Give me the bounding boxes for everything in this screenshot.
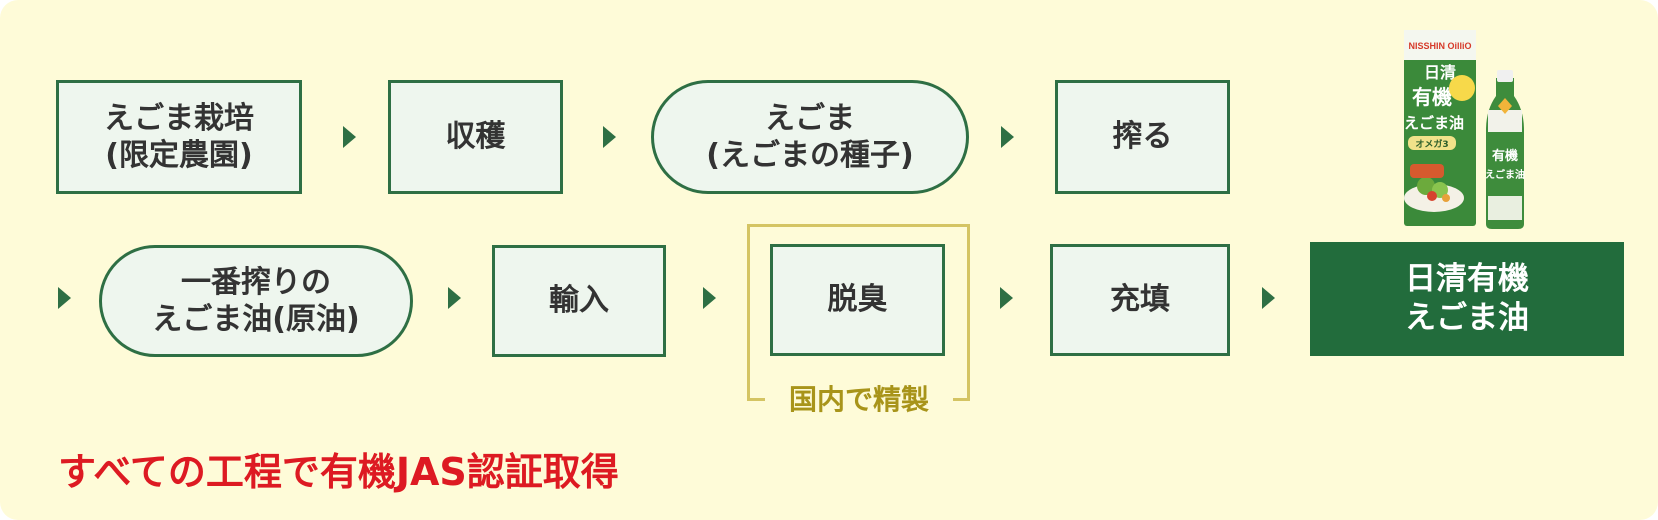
product-image: NISSHIN OilliO 日清 有機 えごま油 オメガ3 有機 えごま油 <box>1404 30 1525 229</box>
step-harvest: 収穫 <box>388 80 563 194</box>
step-fill: 充填 <box>1050 244 1230 356</box>
svg-text:オメガ3: オメガ3 <box>1415 138 1448 150</box>
svg-text:日清: 日清 <box>1424 63 1456 82</box>
flow-arrow <box>1001 126 1014 148</box>
svg-text:えごま油: えごま油 <box>1404 114 1464 132</box>
step-egoma-seed: えごま (えごまの種子) <box>651 80 969 194</box>
final-product-box: 日清有機 えごま油 <box>1310 242 1624 356</box>
svg-text:有機: 有機 <box>1412 85 1452 109</box>
step-egoma-cultivation: えごま栽培 (限定農園) <box>56 80 302 194</box>
flow-arrow <box>448 287 461 309</box>
flow-arrow <box>58 287 71 309</box>
flow-arrow <box>1262 287 1275 309</box>
flow-arrow <box>1000 287 1013 309</box>
flow-arrow <box>603 126 616 148</box>
step-deodorize: 脱臭 <box>770 244 945 356</box>
step-press: 搾る <box>1055 80 1230 194</box>
flow-arrow <box>703 287 716 309</box>
organic-jas-certification-note: すべての工程で有機JAS認証取得 <box>58 450 619 494</box>
svg-text:えごま油: えごま油 <box>1485 168 1525 181</box>
step-import: 輸入 <box>492 245 666 357</box>
svg-text:有機: 有機 <box>1492 148 1518 164</box>
flow-arrow <box>343 126 356 148</box>
step-first-press-crude-oil: 一番搾りの えごま油(原油) <box>99 245 413 357</box>
domestic-refining-label: 国内で精製 <box>765 380 953 420</box>
brand-logo: NISSHIN OilliO <box>1408 41 1471 51</box>
